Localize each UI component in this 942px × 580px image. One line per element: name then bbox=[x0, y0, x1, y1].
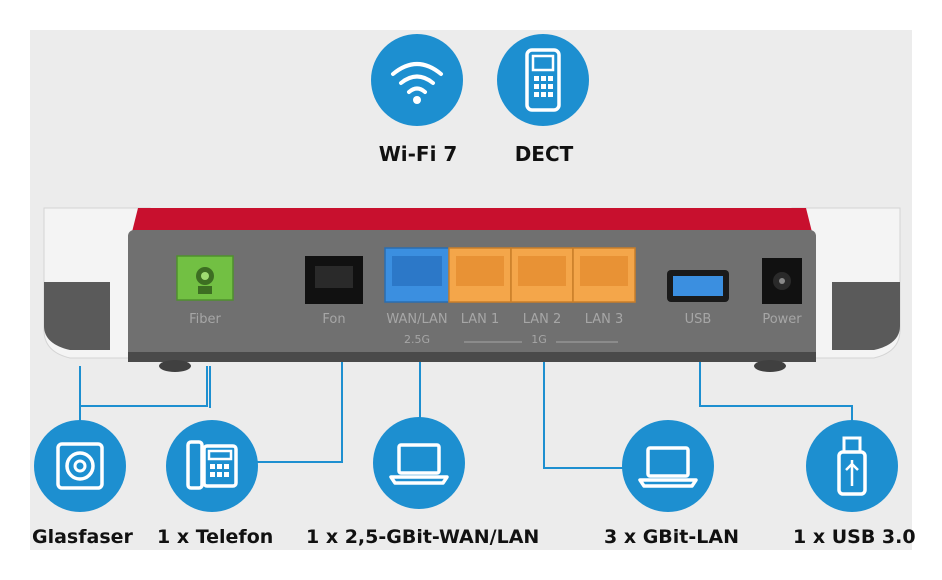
glasfaser-label: Glasfaser bbox=[32, 526, 133, 548]
cordless-phone-icon bbox=[497, 34, 589, 126]
connector-usb-v bbox=[699, 362, 701, 406]
connector-fon-v bbox=[341, 362, 343, 462]
connector-fiber bbox=[79, 366, 211, 408]
telefon-label: 1 x Telefon bbox=[157, 526, 274, 548]
telephone-icon bbox=[166, 420, 258, 512]
laptop-icon-wan bbox=[373, 417, 465, 509]
fiber-port-label: Fiber bbox=[189, 312, 221, 327]
dect-label: DECT bbox=[514, 142, 574, 166]
connector-wan-v bbox=[419, 362, 421, 418]
connector-usb-down bbox=[851, 405, 853, 421]
fiber-optic-icon bbox=[34, 420, 126, 512]
wan-lan-port-label: WAN/LAN bbox=[386, 312, 448, 327]
connector-fiber-h bbox=[79, 405, 208, 407]
connector-fon-h bbox=[256, 461, 343, 463]
connector-usb-h bbox=[699, 405, 851, 407]
lan3-port-label: LAN 3 bbox=[584, 312, 624, 327]
power-port-label: Power bbox=[762, 312, 802, 327]
wifi-icon bbox=[371, 34, 463, 126]
lan2-port-label: LAN 2 bbox=[522, 312, 562, 327]
usb-label: 1 x USB 3.0 bbox=[793, 526, 916, 548]
wan-speed-label: 2.5G bbox=[403, 333, 431, 346]
usb-icon bbox=[806, 420, 898, 512]
lan-speed-label: 1G bbox=[531, 333, 547, 346]
connector-fiber-down bbox=[79, 405, 81, 423]
connector-fiber-v bbox=[206, 366, 208, 406]
gbit-lan-label: 3 x GBit-LAN bbox=[604, 526, 739, 548]
wifi-label: Wi-Fi 7 bbox=[378, 142, 458, 166]
lan1-port-label: LAN 1 bbox=[460, 312, 500, 327]
router-red-top bbox=[132, 208, 812, 232]
usb-port-label: USB bbox=[684, 312, 712, 327]
wan-lan-label: 1 x 2,5-GBit-WAN/LAN bbox=[306, 526, 540, 548]
connector-lan-h bbox=[543, 467, 623, 469]
fon-port-label: Fon bbox=[322, 312, 346, 327]
connector-lan-v bbox=[543, 362, 545, 468]
laptop-icon-lan bbox=[622, 420, 714, 512]
